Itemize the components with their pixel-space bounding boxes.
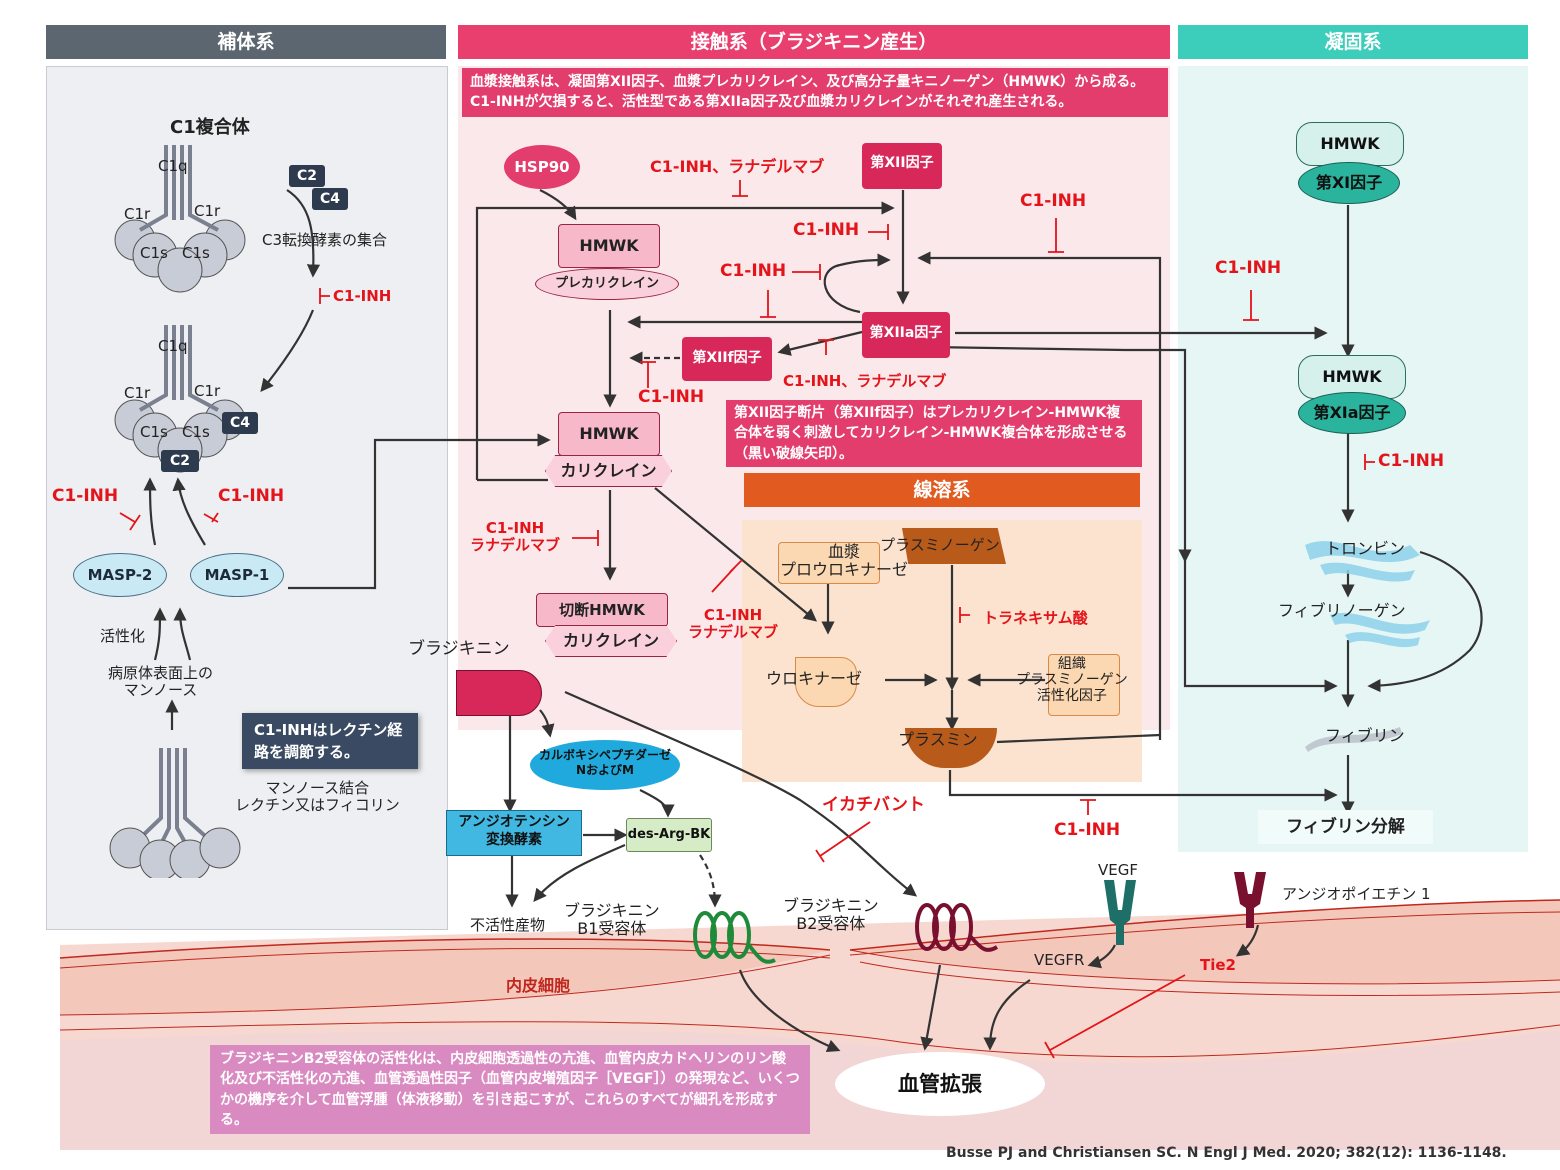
- c2-chip-bottom: C2: [161, 450, 199, 472]
- c1inh-lanadelumab-bk: C1-INH ラナデルマブ: [688, 606, 779, 642]
- c3-convertase-label: C3転換酵素の集合: [262, 231, 388, 249]
- contact-header: 接触系（ブラジキニン産生）: [458, 25, 1170, 59]
- c1inh-coag-1: C1-INH: [1215, 258, 1282, 278]
- pro-uk-label: 血漿 プロウロキナーゼ: [780, 542, 909, 580]
- mbl-label: マンノース結合 レクチン又はフィコリン: [235, 779, 400, 815]
- c1inh-fxiif: C1-INH: [638, 387, 705, 407]
- c4-chip-bottom: C4: [222, 412, 258, 434]
- fibrinolysis-box: フィブリン分解: [1258, 810, 1433, 844]
- c1q-label-bottom: C1q: [158, 337, 188, 355]
- c1-complex-illustration-top: [114, 145, 246, 293]
- hmwk-kallikrein-box: HMWK: [558, 412, 660, 456]
- c1inh-xiia-loop: C1-INH: [1020, 191, 1087, 211]
- c1inh-complement: C1-INH: [333, 287, 392, 305]
- fxii-node: 第XII因子: [862, 143, 942, 189]
- masp1-node: MASP-1: [190, 553, 284, 597]
- pathogen-mannose-label: 病原体表面上の マンノース: [108, 664, 214, 700]
- contact-intro-note: 血漿接触系は、凝固第XII因子、血漿プレカリクレイン、及び高分子量キニノーゲン（…: [462, 68, 1168, 117]
- cleaved-hmwk-box: 切断HMWK: [536, 593, 668, 627]
- c1s-right-label-top: C1s: [182, 244, 210, 262]
- c1s-left-label-top: C1s: [140, 244, 168, 262]
- carboxypeptidase-node: カルボキシペプチダーゼ NおよびM: [530, 740, 680, 790]
- endothelial-label: 内皮細胞: [506, 976, 571, 995]
- c1inh-lanadelumab-xiia: C1-INH、ラナデルマブ: [783, 372, 947, 390]
- coagulation-header: 凝固系: [1178, 25, 1528, 59]
- fxiif-note: 第XII因子断片（第XIIf因子）はプレカリクレイン-HMWK複合体を弱く刺激し…: [726, 400, 1142, 467]
- desargbk-node: des-Arg-BK: [626, 818, 712, 852]
- fibrin-illustration: [1305, 727, 1402, 752]
- tpa-box: [1048, 654, 1120, 716]
- fibrin-label: フィブリン: [1325, 726, 1405, 745]
- c1inh-lanadelumab-top: C1-INH、ラナデルマブ: [650, 157, 825, 176]
- plasmin-label: プラスミン: [898, 730, 978, 749]
- c1inh-plasmin: C1-INH: [1054, 820, 1121, 840]
- c1-complex-title: C1複合体: [170, 117, 250, 138]
- c1r-right-label-bottom: C1r: [194, 382, 221, 400]
- hmwk-xi-box: HMWK: [1296, 122, 1404, 166]
- fibrinolysis-header: 線溶系: [744, 473, 1140, 507]
- complement-panel: [46, 66, 448, 930]
- tpa-label: 組織 プラスミノーゲン 活性化因子: [1016, 656, 1128, 705]
- plasminogen-label: プラスミノーゲン: [880, 536, 1000, 554]
- c2-chip-top: C2: [289, 165, 325, 187]
- hmwk-prekallikrein-box: HMWK: [558, 224, 660, 268]
- ang1-label: アンジオポイエチン 1: [1282, 885, 1431, 903]
- b2-receptor-label: ブラジキニン B2受容体: [783, 896, 879, 934]
- c1s-left-label-bottom: C1s: [140, 423, 168, 441]
- kallikrein-node: カリクレイン: [545, 455, 672, 487]
- vegfr-label: VEGFR: [1034, 951, 1085, 969]
- tie2-label: Tie2: [1200, 956, 1236, 974]
- b1-receptor-icon: [693, 911, 776, 964]
- fxiif-node: 第XIIf因子: [682, 337, 772, 381]
- vasodilation-node: 血管拡張: [835, 1052, 1045, 1116]
- icatibant-label: イカチバント: [822, 795, 925, 815]
- ang1-icon: [1234, 872, 1266, 928]
- ace-node: アンジオテンシン 変換酵素: [446, 810, 582, 856]
- c1inh-masp1: C1-INH: [218, 486, 285, 506]
- c1q-label-top: C1q: [158, 157, 188, 175]
- c1inh-feedback: C1-INH: [720, 261, 787, 281]
- activation-label: 活性化: [100, 627, 146, 645]
- c4-chip-top: C4: [312, 188, 348, 210]
- c1s-right-label-bottom: C1s: [182, 423, 210, 441]
- b2-receptor-icon: [915, 903, 999, 952]
- c1inh-coag-2: C1-INH: [1378, 451, 1445, 471]
- c1inh-lanadelumab-kallikrein: C1-INH ラナデルマブ: [470, 519, 561, 555]
- mbl-illustration: [109, 748, 241, 878]
- b1-receptor-label: ブラジキニン B1受容体: [564, 901, 660, 939]
- urokinase-label: ウロキナーゼ: [766, 669, 863, 688]
- c1r-left-label-bottom: C1r: [124, 384, 151, 402]
- thrombin-illustration: [1305, 541, 1430, 648]
- c1r-left-label-top: C1r: [124, 205, 151, 223]
- fxiia-node: 第XIIa因子: [862, 312, 950, 358]
- masp2-node: MASP-2: [73, 553, 167, 597]
- complement-header: 補体系: [46, 25, 446, 59]
- lectin-note: C1-INHはレクチン経路を調節する。: [242, 713, 418, 769]
- fibrinogen-label: フィブリノーゲン: [1278, 601, 1406, 620]
- pro-uk-box: [778, 542, 880, 584]
- tranexamic-acid: トラネキサム酸: [983, 609, 1088, 627]
- urokinase-shape: [795, 657, 857, 707]
- fxi-node: 第XI因子: [1298, 162, 1400, 204]
- c1r-right-label-top: C1r: [194, 202, 221, 220]
- prekallikrein-node: プレカリクレイン: [535, 268, 679, 300]
- hsp90-node: HSP90: [504, 145, 580, 189]
- vegf-label: VEGF: [1098, 861, 1138, 879]
- plasminogen-shape: [902, 528, 1006, 564]
- b2-activation-note: ブラジキニンB2受容体の活性化は、内皮細胞透過性の亢進、血管内皮カドヘリンのリン…: [210, 1045, 810, 1135]
- thrombin-label: トロンビン: [1325, 539, 1406, 558]
- kallikrein-node-2: カリクレイン: [545, 625, 677, 657]
- c1inh-masp2: C1-INH: [52, 486, 119, 506]
- bradykinin-label: ブラジキニン: [408, 639, 510, 659]
- c1inh-fxii: C1-INH: [793, 220, 860, 240]
- inactive-product-label: 不活性産物: [470, 916, 546, 934]
- vegf-icon: [1104, 880, 1136, 945]
- bradykinin-shape: [456, 670, 542, 716]
- fxia-node: 第XIa因子: [1298, 392, 1406, 434]
- citation: Busse PJ and Christiansen SC. N Engl J M…: [946, 1145, 1507, 1161]
